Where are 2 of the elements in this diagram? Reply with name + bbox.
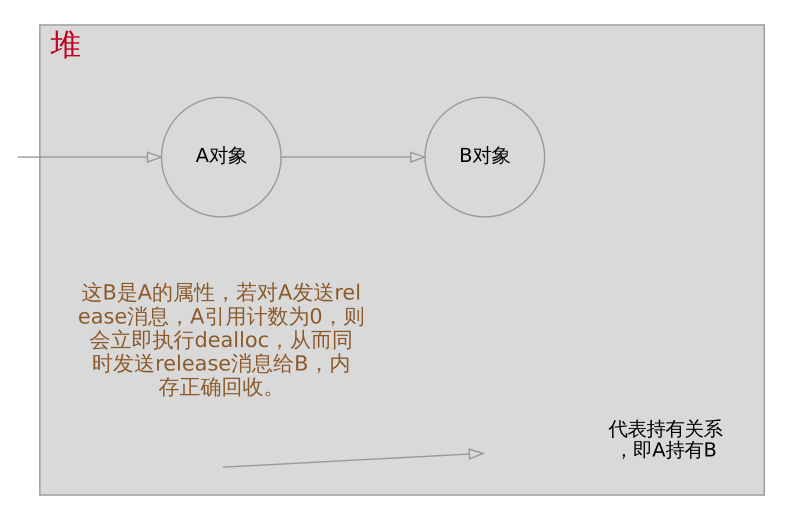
legend-label: 代表持有关系，即A持有B — [608, 417, 723, 462]
label: 这B是A的属性，若对A发送release消息，A引用计数为0，则会立即执行dealloc，从而同时发送release消息给B，内存正确回收。 — [78, 280, 365, 400]
